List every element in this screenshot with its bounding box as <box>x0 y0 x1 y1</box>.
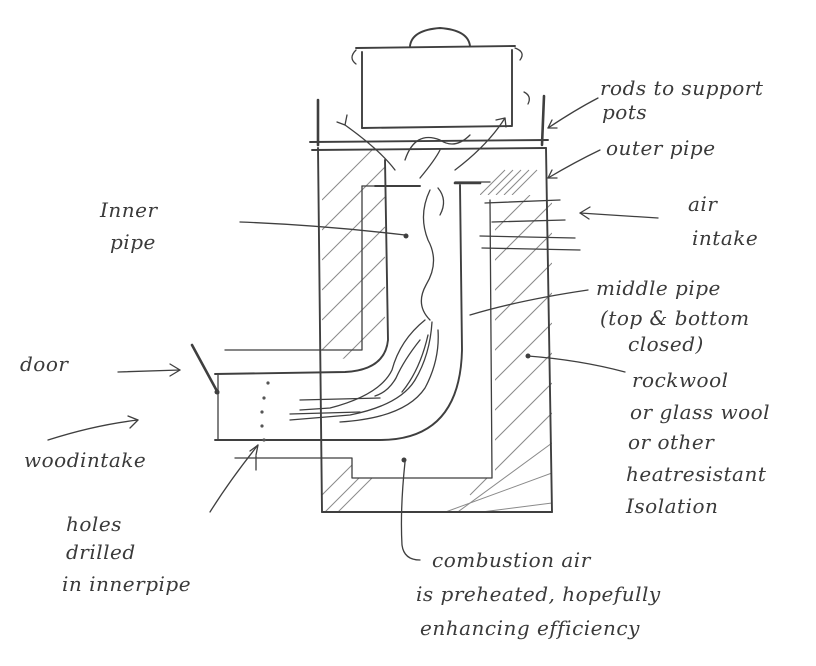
outer-pipe <box>317 147 553 513</box>
label-isolation-line4: heatresistant <box>626 462 767 486</box>
label-isolation-line1: rockwool <box>632 368 729 392</box>
label-air-intake-line2: intake <box>692 226 759 250</box>
label-middle-pipe-line2: (top & bottom <box>600 306 750 330</box>
label-isolation-line5: Isolation <box>626 494 719 518</box>
label-combustion-line1: combustion air <box>432 548 591 572</box>
isolation-hatch-left <box>322 150 385 360</box>
flame-sketch <box>289 187 445 423</box>
label-outer-pipe: outer pipe <box>606 136 716 160</box>
label-combustion-line3: enhancing efficiency <box>420 616 640 640</box>
label-combustion-line2: is preheated, hopefully <box>416 582 661 606</box>
heat-arrows <box>336 114 507 179</box>
door <box>190 343 220 395</box>
cooking-pot <box>351 27 523 129</box>
label-inner-pipe-line2: pipe <box>110 230 156 254</box>
label-isolation-line2: or glass wool <box>630 400 771 424</box>
isolation-hatch-top <box>480 169 538 195</box>
label-rods-line2: pots <box>602 100 648 124</box>
isolation-hatch-right <box>322 195 552 512</box>
label-holes-line3: in innerpipe <box>62 572 192 596</box>
label-isolation-line3: or other <box>628 430 715 454</box>
label-inner-pipe-line1: Inner <box>100 198 158 222</box>
label-air-intake-line1: air <box>688 192 718 216</box>
middle-pipe <box>224 181 493 479</box>
drilled-holes <box>260 381 270 442</box>
label-middle-pipe-line1: middle pipe <box>596 276 721 300</box>
annotation-pointers <box>47 97 659 561</box>
air-intake <box>479 199 581 251</box>
label-middle-pipe-line3: closed) <box>628 332 704 356</box>
pot-support-rods <box>309 91 549 151</box>
label-door: door <box>20 352 69 376</box>
label-rods-line1: rods to support <box>600 76 764 100</box>
label-holes-line1: holes <box>66 512 122 536</box>
label-wood-intake: woodintake <box>24 448 147 472</box>
inner-pipe <box>214 159 482 441</box>
label-holes-line2: drilled <box>66 540 136 564</box>
